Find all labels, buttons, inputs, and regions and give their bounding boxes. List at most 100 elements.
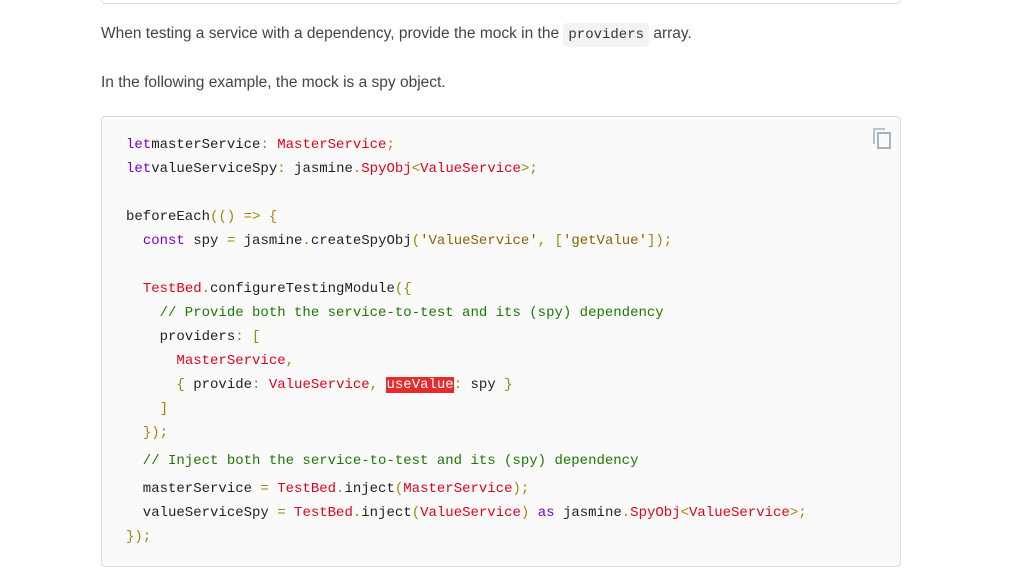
code-line: valueServiceSpy = TestBed.inject(ValueSe… bbox=[126, 503, 807, 523]
code-token: : bbox=[260, 137, 269, 153]
code-token: : bbox=[453, 377, 463, 393]
code-token: : bbox=[235, 329, 244, 345]
code-token bbox=[126, 401, 160, 417]
code-line: letmasterService: MasterService; bbox=[126, 135, 395, 155]
code-token: jasmine bbox=[285, 161, 353, 177]
code-token: { bbox=[260, 209, 278, 225]
code-token: >; bbox=[520, 161, 538, 177]
code-token: const bbox=[142, 233, 185, 249]
code-token: ({ bbox=[394, 281, 412, 297]
code-line: TestBed.configureTestingModule({ bbox=[126, 279, 412, 299]
code-token: inject bbox=[344, 481, 395, 497]
code-token: ( bbox=[394, 481, 404, 497]
code-token: ( bbox=[411, 233, 421, 249]
code-token: TestBed bbox=[285, 505, 353, 521]
copy-icon[interactable] bbox=[872, 127, 892, 149]
code-token: let bbox=[126, 137, 152, 153]
code-line: MasterService, bbox=[126, 351, 294, 371]
code-token: spy bbox=[184, 233, 227, 249]
code-token: : bbox=[252, 377, 261, 393]
code-token: let bbox=[126, 161, 152, 177]
code-token: as bbox=[529, 505, 555, 521]
code-token: TestBed bbox=[268, 481, 337, 497]
code-token: , bbox=[537, 233, 547, 249]
code-token: // Inject both the service-to-test and i… bbox=[126, 453, 639, 469]
paragraph-text: array. bbox=[649, 25, 692, 42]
code-token bbox=[126, 233, 143, 249]
code-token: . bbox=[201, 281, 211, 297]
code-token: provide bbox=[184, 377, 253, 393]
code-token: MasterService bbox=[403, 481, 513, 497]
code-token: SpyObj bbox=[630, 505, 681, 521]
code-token: ] bbox=[159, 401, 169, 417]
code-token: ); bbox=[512, 481, 530, 497]
code-token: [ bbox=[243, 329, 261, 345]
previous-code-block bbox=[101, 0, 901, 4]
code-token: } bbox=[504, 377, 513, 393]
code-token: (() => bbox=[210, 209, 261, 225]
highlighted-token: useValue bbox=[386, 377, 454, 393]
code-token: masterService bbox=[126, 481, 261, 497]
code-token: . bbox=[302, 233, 311, 249]
code-token: SpyObj bbox=[361, 161, 412, 177]
code-token: ) bbox=[520, 505, 530, 521]
code-token: 'ValueService' bbox=[420, 233, 538, 249]
paragraph-spy-example: In the following example, the mock is a … bbox=[101, 74, 446, 91]
code-line: const spy = jasmine.createSpyObj('ValueS… bbox=[126, 231, 672, 251]
code-token: [ bbox=[546, 233, 563, 249]
code-token: . bbox=[352, 505, 362, 521]
inline-code-providers: providers bbox=[563, 23, 650, 47]
code-token: ( bbox=[411, 505, 421, 521]
code-token: . bbox=[352, 161, 362, 177]
code-line: letvalueServiceSpy: jasmine.SpyObj<Value… bbox=[126, 159, 538, 179]
code-line: beforeEach(() => { bbox=[126, 207, 277, 227]
code-token: }); bbox=[142, 425, 169, 441]
code-line: providers: [ bbox=[126, 327, 261, 347]
code-token: = bbox=[260, 481, 269, 497]
code-token: < bbox=[680, 505, 689, 521]
code-line: }); bbox=[126, 423, 168, 443]
code-token bbox=[126, 281, 143, 297]
code-token: }); bbox=[126, 529, 152, 545]
code-token: jasmine bbox=[554, 505, 622, 521]
code-token: TestBed bbox=[142, 281, 202, 297]
code-token: . bbox=[336, 481, 345, 497]
code-block: letmasterService: MasterService;letvalue… bbox=[101, 116, 901, 567]
code-token: MasterService bbox=[268, 137, 387, 153]
paragraph-text: When testing a service with a dependency… bbox=[101, 25, 564, 42]
code-token: spy bbox=[462, 377, 505, 393]
code-token: 'getValue' bbox=[562, 233, 647, 249]
code-token: ]); bbox=[646, 233, 673, 249]
code-token: . bbox=[621, 505, 631, 521]
code-token: ValueService bbox=[260, 377, 370, 393]
code-token: ValueService bbox=[420, 505, 521, 521]
code-token: = bbox=[226, 233, 236, 249]
code-token: , bbox=[285, 353, 295, 369]
code-token: valueServiceSpy bbox=[151, 161, 278, 177]
code-token bbox=[126, 377, 176, 393]
code-token: ; bbox=[386, 137, 395, 153]
code-line: // Provide both the service-to-test and … bbox=[126, 303, 664, 323]
code-token: configureTestingModule bbox=[210, 281, 395, 297]
code-token bbox=[126, 353, 176, 369]
code-token: : bbox=[277, 161, 286, 177]
code-line: }); bbox=[126, 527, 151, 547]
code-token: < bbox=[411, 161, 421, 177]
code-token: >; bbox=[789, 505, 807, 521]
code-token: providers bbox=[126, 329, 236, 345]
code-line: masterService = TestBed.inject(MasterSer… bbox=[126, 479, 530, 499]
code-token: createSpyObj bbox=[310, 233, 412, 249]
code-token: inject bbox=[361, 505, 412, 521]
code-token: , bbox=[369, 377, 379, 393]
paragraph-providers: When testing a service with a dependency… bbox=[101, 23, 692, 47]
code-token: masterService bbox=[151, 137, 261, 153]
code-token: ValueService bbox=[420, 161, 521, 177]
code-token bbox=[126, 425, 143, 441]
code-token: = bbox=[277, 505, 286, 521]
code-token: ValueService bbox=[689, 505, 790, 521]
code-token: { bbox=[176, 377, 185, 393]
code-token: beforeEach bbox=[126, 209, 211, 225]
code-token: valueServiceSpy bbox=[126, 505, 278, 521]
code-token: jasmine bbox=[235, 233, 303, 249]
code-token: MasterService bbox=[176, 353, 286, 369]
